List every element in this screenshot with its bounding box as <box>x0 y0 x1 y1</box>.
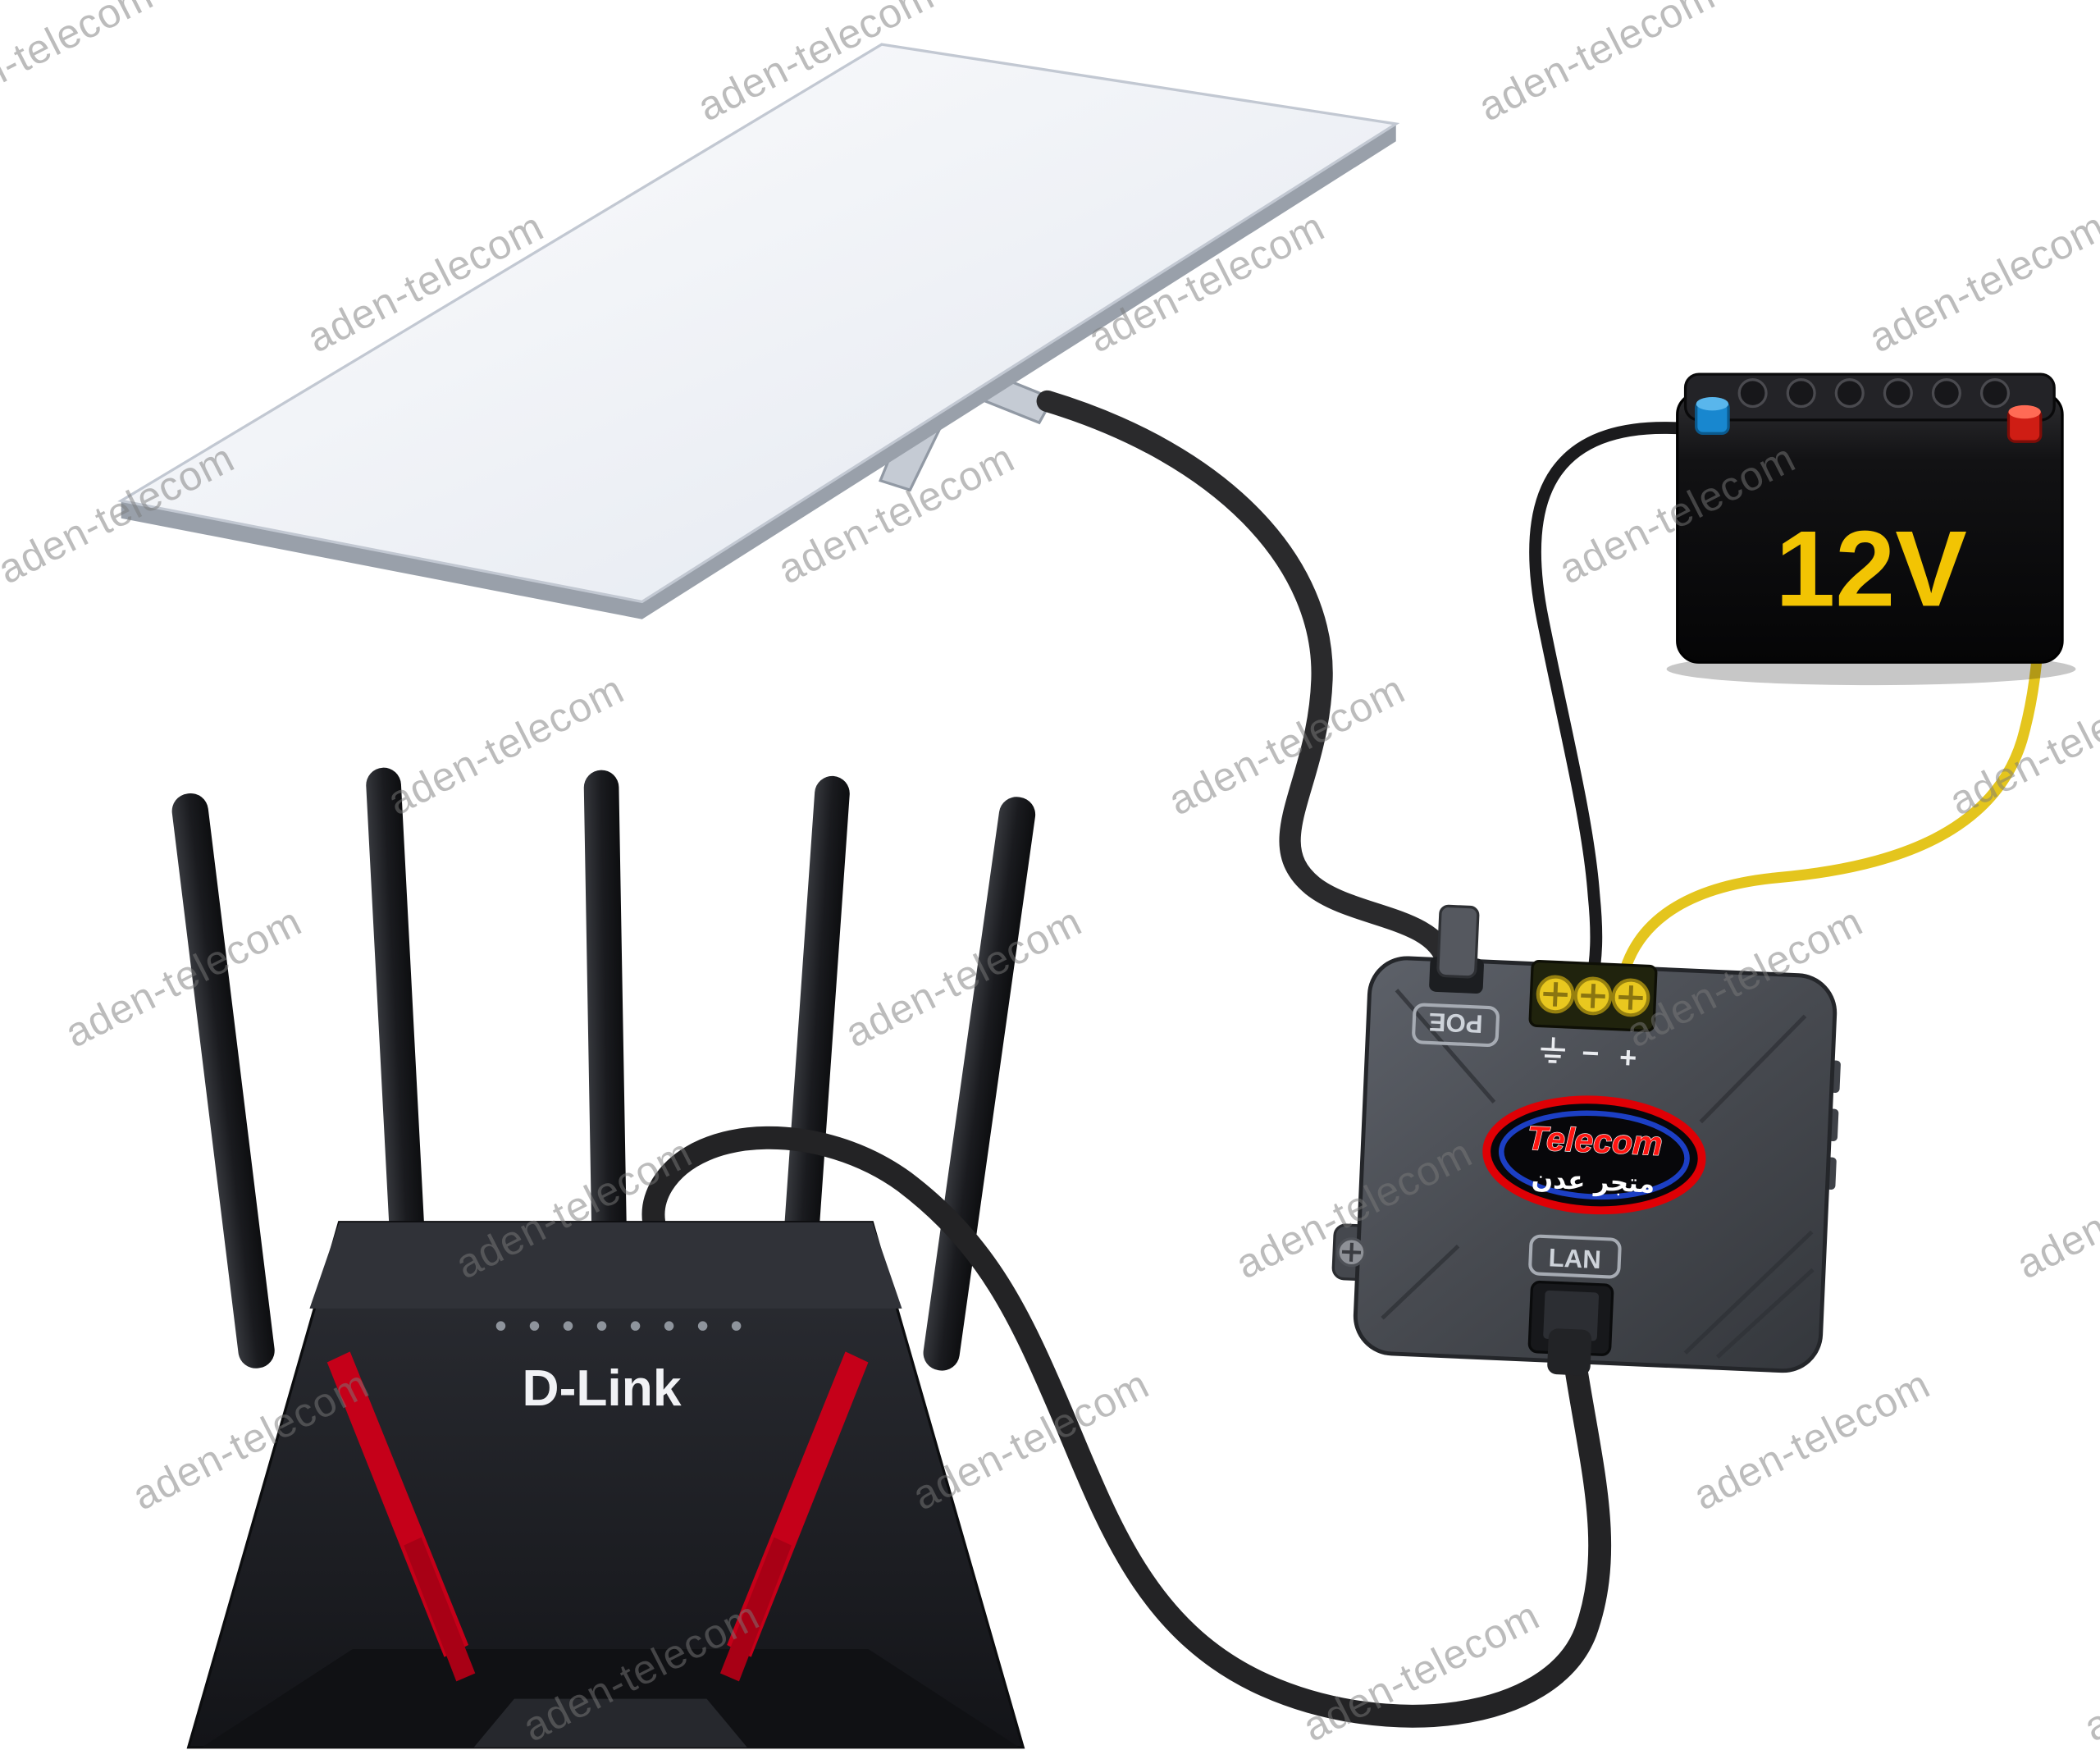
logo-inner-ring <box>1498 1110 1690 1200</box>
router-brand: D-Link <box>523 1360 682 1417</box>
battery-vent-caps <box>1737 378 2011 409</box>
battery-top <box>1683 372 2056 422</box>
battery-terminal-positive <box>2006 404 2043 443</box>
terminal-label-positive: + <box>1618 1040 1637 1075</box>
poe-port-label: POE <box>1428 1008 1483 1039</box>
lan-port-label: LAN <box>1548 1243 1602 1274</box>
dish-panel <box>117 43 1400 604</box>
router-antenna <box>366 767 428 1319</box>
terminal-block: − + <box>1528 960 1658 1075</box>
brand-logo: Telecom متجر عدن <box>1482 1095 1706 1215</box>
router: D-Link <box>186 1221 1025 1749</box>
battery-label: 12V <box>1775 508 1967 628</box>
lan-port-label-group: LAN <box>1528 1234 1622 1279</box>
router-antenna <box>923 797 1036 1371</box>
logo-line2: متجر عدن <box>1531 1164 1655 1199</box>
battery: 12V <box>1666 372 2076 686</box>
logo-oval <box>1482 1095 1706 1215</box>
lan-cable <box>641 1126 1612 1728</box>
poe-panel-seams <box>1381 989 1815 1359</box>
router-antenna <box>583 770 628 1309</box>
dish-cable <box>1036 390 1459 974</box>
poe-cable-boot <box>1436 904 1480 979</box>
battery-wire-negative <box>1529 422 1714 994</box>
lan-plug <box>1543 1290 1600 1341</box>
router-antenna <box>778 775 850 1320</box>
terminal-screw-slots <box>1543 982 1643 1010</box>
router-top-face <box>309 1222 902 1309</box>
router-antenna <box>171 793 275 1368</box>
router-base-notch <box>473 1698 747 1748</box>
lan-cable-boot <box>1547 1328 1592 1376</box>
poe-injector: POE − + Telecom متجر عدن <box>1331 904 1841 1376</box>
router-accent-stripe-left-inner <box>404 1537 476 1682</box>
logo-line1: Telecom <box>1527 1119 1664 1163</box>
poe-screw <box>1336 1237 1367 1268</box>
router-status-leds <box>495 1321 742 1331</box>
router-base <box>202 1648 1020 1748</box>
terminal-label-negative: − <box>1582 1035 1600 1070</box>
earth-ground-icon <box>1541 1037 1566 1063</box>
poe-port-label-group: POE <box>1412 1003 1500 1048</box>
router-accent-stripe-right-inner <box>719 1537 792 1682</box>
battery-terminal-negative <box>1695 397 1730 435</box>
satellite-dish <box>117 43 1400 619</box>
